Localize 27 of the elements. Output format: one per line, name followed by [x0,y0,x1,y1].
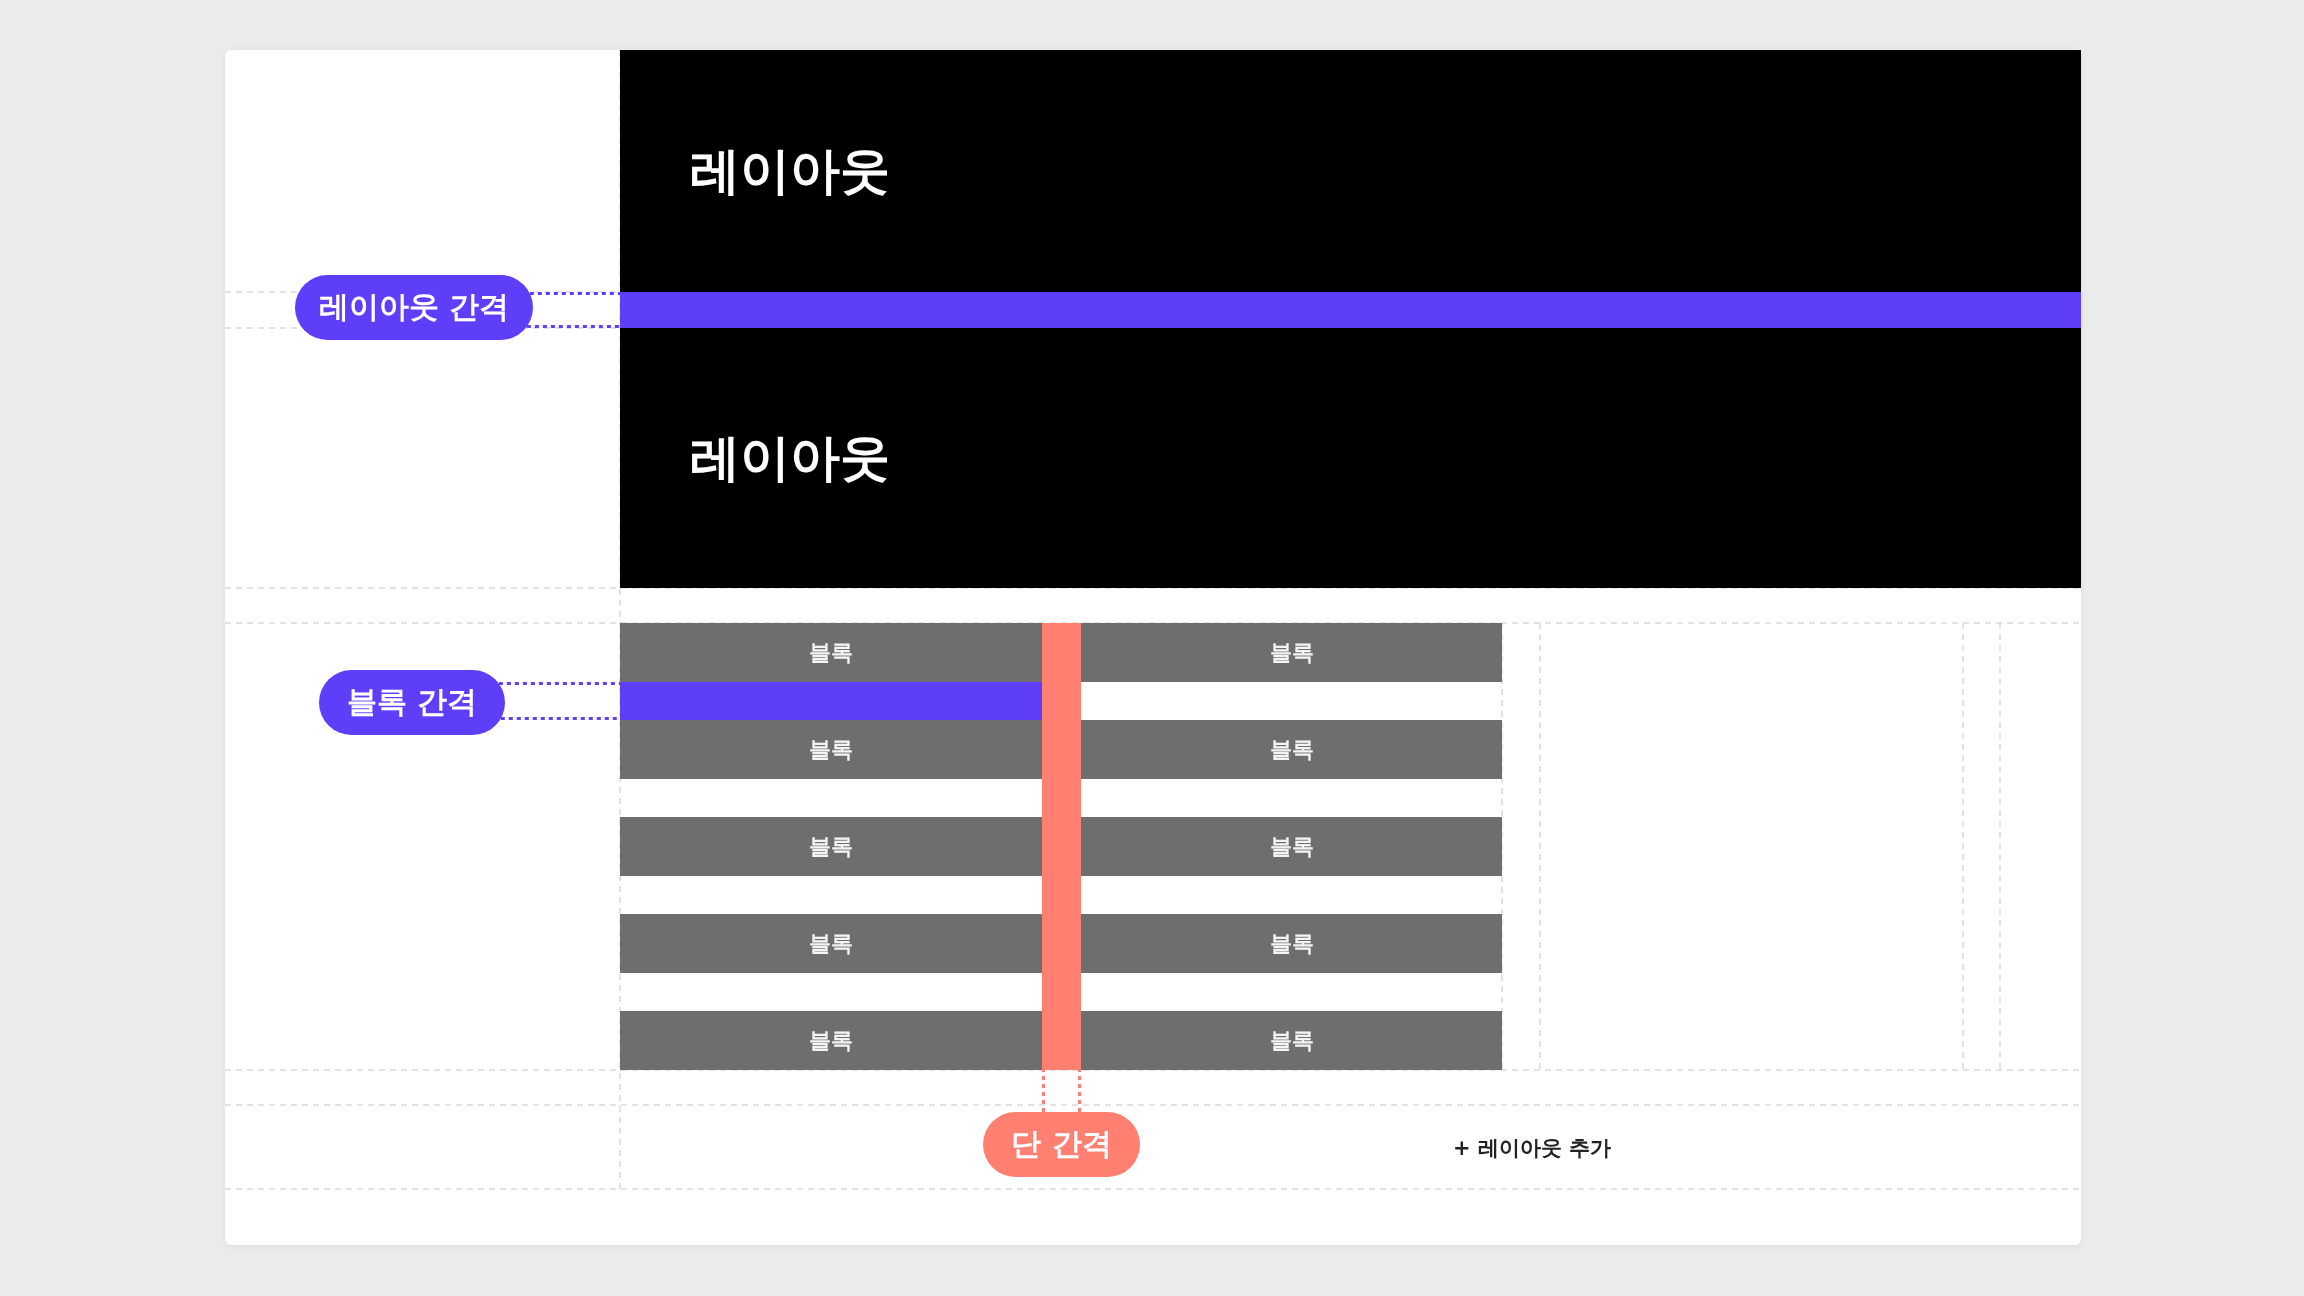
column-gap-callout: 단 간격 [983,1112,1140,1177]
layout-section [620,50,2081,292]
leader-line [529,292,620,295]
content-block: 블록 [620,720,1042,779]
column-gap-bar [1042,623,1081,1070]
block-gap-bar [620,682,1042,720]
content-block: 블록 [620,1011,1042,1070]
section-title: 레이아웃 [690,143,890,199]
content-block: 블록 [620,914,1042,973]
content-block: 블록 [1081,817,1502,876]
layout-section [620,328,2081,588]
content-block: 블록 [1081,1011,1502,1070]
content-block: 블록 [1081,623,1502,682]
leader-line [526,325,620,328]
content-block: 블록 [1081,914,1502,973]
block-gap-callout: 블록 간격 [319,670,505,735]
content-block: 블록 [620,817,1042,876]
content-block: 블록 [620,623,1042,682]
leader-line [500,717,620,720]
leader-line [498,682,620,685]
leader-line [1042,1070,1045,1112]
leader-line [1078,1070,1081,1112]
layout-gap-bar [620,292,2081,328]
layout-gap-callout: 레이아웃 간격 [295,275,533,340]
content-block: 블록 [1081,720,1502,779]
section-title: 레이아웃 [690,430,890,486]
add-layout-link: + 레이아웃 추가 [1453,1136,1612,1162]
